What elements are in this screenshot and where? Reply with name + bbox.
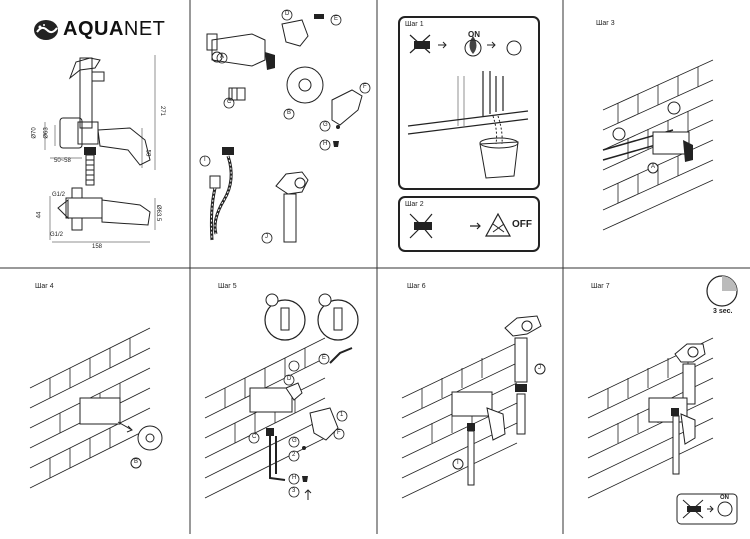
dim-63: Ø63	[43, 127, 50, 139]
part-label-b: B	[287, 110, 292, 116]
step-7-on-label: ON	[720, 495, 729, 501]
step-5-title: Шаг 5	[218, 283, 237, 290]
step-2-title: Шаг 2	[405, 201, 424, 208]
timer-icon	[706, 275, 738, 307]
step-6-title: Шаг 6	[407, 283, 426, 290]
dim-g12-bottom: G1/2	[50, 232, 64, 238]
brand-name: AQUANET	[63, 18, 166, 40]
step-2-drawing	[409, 212, 512, 239]
step-5-label-2: 2	[292, 452, 296, 458]
step-1-box: Шаг 1	[398, 16, 540, 190]
dim-63-5: Ø63.5	[155, 204, 162, 222]
step-5-label-3: 3	[292, 488, 296, 494]
panel-steps-1-2: Шаг 1 ON	[377, 0, 563, 268]
panel-step-4: Шаг 4 B	[0, 268, 190, 534]
step-6-label-j: J	[538, 365, 541, 371]
dim-58: 58	[144, 149, 151, 157]
dim-70: Ø70	[31, 127, 38, 139]
dim-44: 44	[36, 211, 43, 219]
part-label-h: H	[323, 141, 328, 147]
step-5-label-1: 1	[340, 412, 344, 418]
step-3-title: Шаг 3	[596, 20, 615, 27]
dim-50-58: 50~58	[54, 158, 71, 164]
part-label-d: D	[285, 11, 290, 17]
step-3-label-a: A	[651, 164, 656, 170]
panel-dimensions: AQUANET	[0, 0, 190, 268]
part-label-c: C	[227, 99, 232, 105]
step-6-drawing	[401, 315, 546, 499]
step-5-label-c: C	[252, 434, 257, 440]
step-6-label-i: I	[457, 460, 459, 466]
dim-271: 271	[159, 105, 166, 117]
step-5-label-g: G	[292, 438, 297, 444]
step-4-drawing	[29, 327, 163, 489]
part-label-f: F	[363, 84, 367, 90]
step-1-title: Шаг 1	[405, 21, 424, 28]
part-label-a: A	[220, 54, 225, 60]
dim-g12-top: G1/2	[52, 192, 66, 198]
dim-158: 158	[92, 244, 103, 250]
step-4-title: Шаг 4	[35, 283, 54, 290]
panel-step-5: Шаг 5	[190, 268, 377, 534]
step-7-drawing	[587, 337, 738, 525]
step-5-label-f: F	[337, 430, 341, 436]
step-1-drawing	[407, 34, 529, 179]
step-5-label-h: H	[292, 475, 297, 481]
panel-step-7: Шаг 7 3 sec. ON	[563, 268, 750, 534]
panel-step-3: Шаг 3 A	[563, 0, 750, 268]
part-label-g: G	[323, 122, 328, 128]
step-2-off-label: OFF	[512, 219, 532, 230]
brand-logo-icon	[34, 20, 58, 40]
step-7-title: Шаг 7	[591, 283, 610, 290]
panel-step-6: Шаг 6 J I	[377, 268, 563, 534]
timer-label: 3 sec.	[713, 308, 733, 315]
step-3-drawing	[602, 59, 714, 231]
step-1-on-label: ON	[468, 30, 480, 39]
step-2-box: Шаг 2	[398, 196, 540, 252]
part-label-j: J	[265, 234, 268, 240]
components-drawing	[199, 9, 371, 244]
step-5-label-d: D	[287, 376, 292, 382]
dimension-drawing	[44, 55, 156, 243]
part-label-i: I	[204, 157, 206, 163]
step-5-drawing	[204, 293, 359, 500]
step-5-label-e: E	[322, 355, 327, 361]
step-4-label-b: B	[134, 459, 139, 465]
panel-components: A D E C B F G H I J	[190, 0, 377, 268]
part-label-e: E	[334, 16, 339, 22]
